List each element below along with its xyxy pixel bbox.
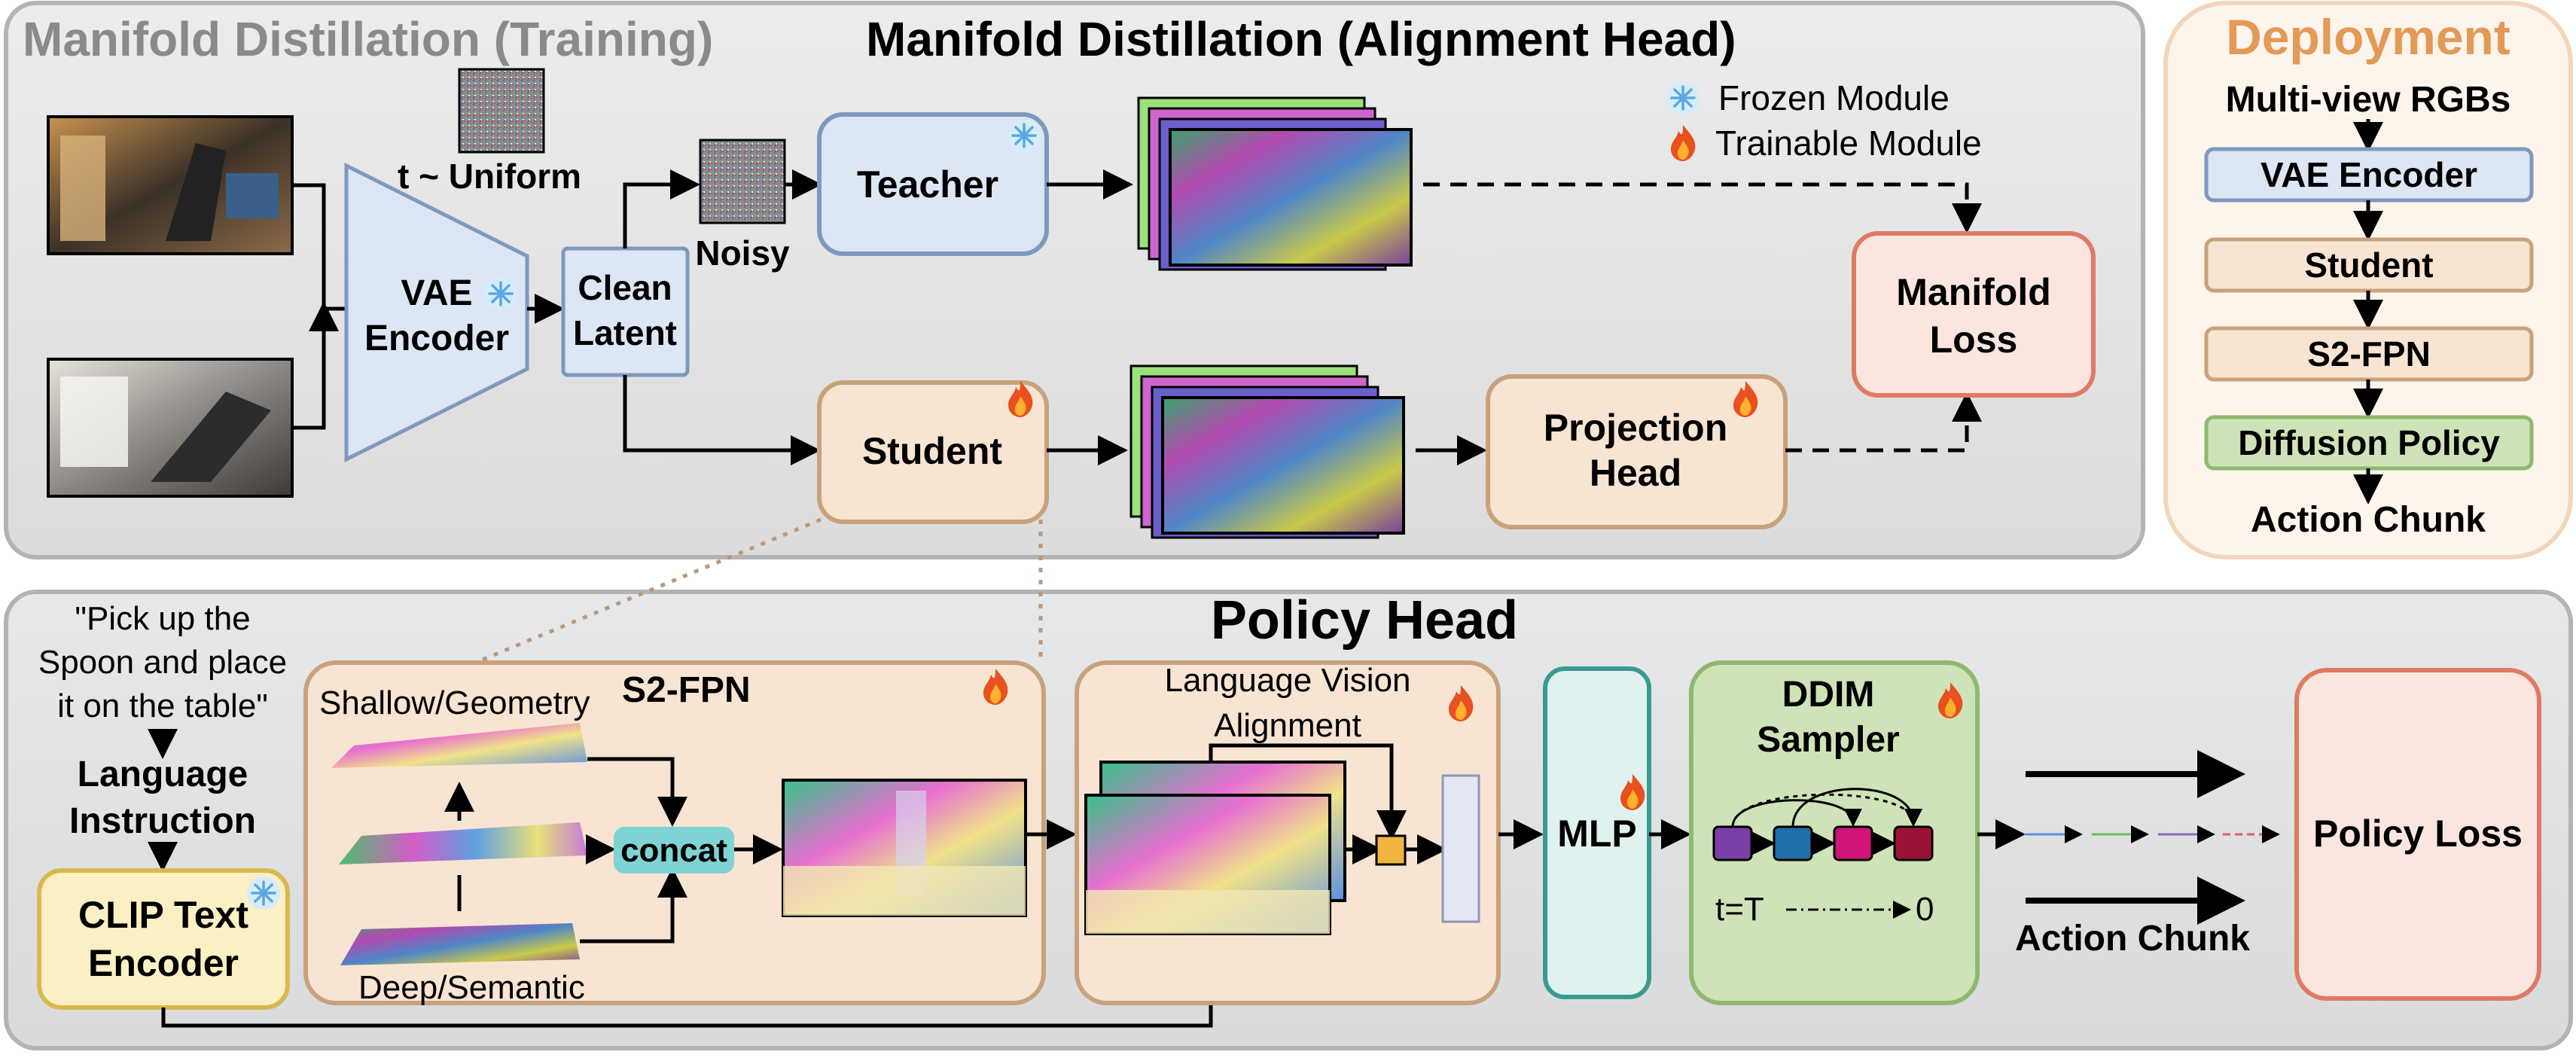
snowflake-icon bbox=[245, 875, 282, 911]
vae-label-1: VAE bbox=[401, 273, 472, 313]
chain-skip-arrow bbox=[1791, 788, 1922, 828]
deploy-step-diffusion: Diffusion Policy bbox=[2238, 423, 2500, 462]
projection-label-1: Projection bbox=[1544, 407, 1727, 449]
manifold-loss bbox=[1852, 231, 2096, 398]
quote-line-2: Spoon and place bbox=[38, 644, 287, 681]
chain-node bbox=[1712, 825, 1753, 861]
feature-map-icon bbox=[331, 723, 587, 768]
feature-map-icon bbox=[1084, 761, 1346, 935]
snowflake-icon bbox=[1665, 80, 1701, 116]
ddim-label-1: DDIM bbox=[1782, 675, 1875, 715]
alignment-token bbox=[1375, 834, 1407, 866]
photo-icon bbox=[47, 358, 294, 498]
deep-label: Deep/Semantic bbox=[358, 969, 585, 1006]
deploy-step-student: Student bbox=[2304, 245, 2433, 285]
t-start-label: t=T bbox=[1715, 891, 1764, 928]
training-title-gray: Manifold Distillation (Training) bbox=[23, 12, 713, 66]
legend-trainable: Trainable Module bbox=[1715, 123, 1982, 163]
concat-node bbox=[614, 827, 734, 873]
shallow-label: Shallow/Geometry bbox=[319, 684, 590, 721]
lva-label-1: Language Vision bbox=[1164, 662, 1410, 699]
mlp-label: MLP bbox=[1557, 812, 1637, 855]
ddim-label-2: Sampler bbox=[1757, 720, 1899, 760]
lang-line-1: Language bbox=[78, 755, 248, 794]
noise-icon bbox=[699, 139, 786, 224]
aligned-vector bbox=[1441, 774, 1480, 923]
lva-label-2: Alignment bbox=[1214, 707, 1361, 744]
deployment-title: Deployment bbox=[2226, 9, 2510, 65]
deploy-output: Action Chunk bbox=[2251, 500, 2486, 540]
timestep-label: t ~ Uniform bbox=[398, 157, 581, 196]
student-label: Student bbox=[862, 430, 1002, 472]
noise-icon bbox=[458, 68, 545, 154]
vae-encoder bbox=[344, 162, 529, 463]
concat-label: concat bbox=[620, 832, 727, 869]
snowflake-icon bbox=[1006, 117, 1042, 154]
quote-line-3: it on the table" bbox=[57, 687, 268, 724]
feature-map-icon bbox=[782, 779, 1027, 917]
lang-line-2: Instruction bbox=[69, 801, 256, 841]
chain-node bbox=[1833, 825, 1873, 861]
feature-map-icon bbox=[339, 822, 587, 864]
teacher-label: Teacher bbox=[857, 163, 998, 206]
policy-title: Policy Head bbox=[1211, 590, 1518, 651]
quote-line-1: "Pick up the bbox=[75, 600, 250, 637]
policy-loss-label: Policy Loss bbox=[2313, 812, 2523, 855]
deploy-step-fpn: S2-FPN bbox=[2307, 334, 2431, 373]
vae-label-2: Encoder bbox=[364, 319, 509, 358]
snowflake-icon bbox=[483, 276, 519, 312]
fpn-title: S2-FPN bbox=[622, 670, 751, 710]
legend-frozen: Frozen Module bbox=[1718, 78, 1950, 117]
chain-node bbox=[1893, 825, 1934, 861]
projection-label-2: Head bbox=[1590, 452, 1681, 494]
t-end-label: 0 bbox=[1916, 891, 1934, 928]
loss-label-1: Manifold bbox=[1896, 271, 2051, 313]
clip-label-2: Encoder bbox=[88, 942, 239, 984]
clean-label-1: Clean bbox=[578, 268, 672, 307]
denoise-chain bbox=[1712, 788, 1934, 861]
training-title: Manifold Distillation (Alignment Head) bbox=[866, 12, 1736, 66]
feature-map-icon bbox=[1129, 364, 1405, 539]
deploy-step-vae: VAE Encoder bbox=[2260, 155, 2477, 194]
loss-label-2: Loss bbox=[1930, 319, 2018, 361]
chain-node bbox=[1773, 825, 1813, 861]
feature-map-icon bbox=[340, 923, 580, 965]
clean-label-2: Latent bbox=[573, 313, 677, 352]
photo-icon bbox=[47, 115, 294, 255]
policy-loss bbox=[2294, 668, 2541, 1001]
deploy-input: Multi-view RGBs bbox=[2226, 80, 2511, 120]
noisy-label: Noisy bbox=[695, 233, 790, 273]
action-chunk-label: Action Chunk bbox=[2015, 919, 2250, 959]
clip-label-1: CLIP Text bbox=[78, 894, 248, 936]
feature-map-icon bbox=[1137, 96, 1413, 271]
